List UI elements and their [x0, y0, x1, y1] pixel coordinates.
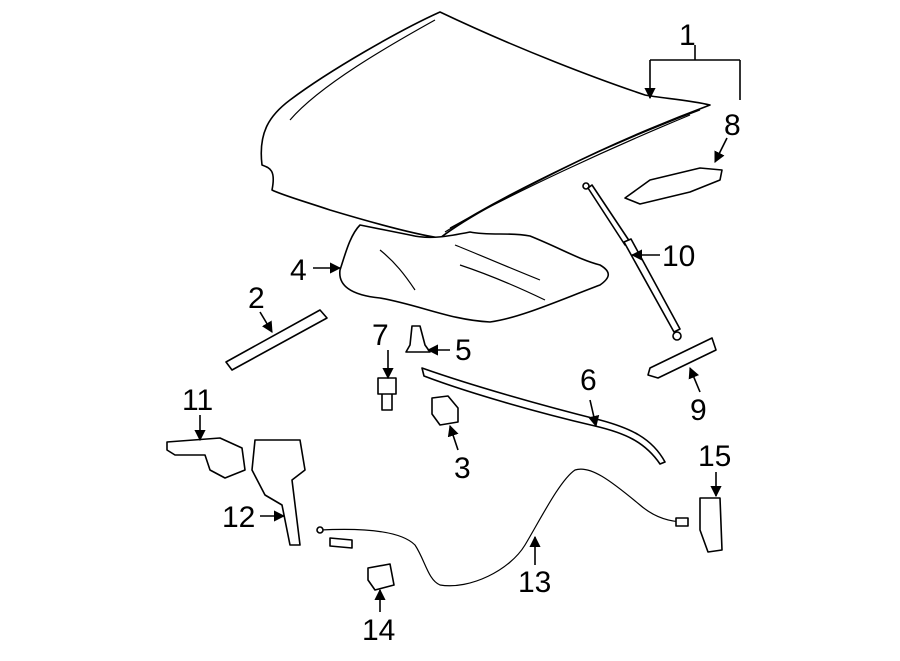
- hood-bracket: [624, 167, 723, 205]
- callout-2: 2: [248, 282, 265, 315]
- retainer-clip: [405, 325, 431, 353]
- callout-10: 10: [662, 240, 695, 273]
- hood-bumper: [431, 395, 459, 426]
- front-seal-strip: [225, 309, 328, 371]
- release-cable: [316, 468, 689, 587]
- callout-8: 8: [724, 109, 741, 142]
- callout-14: 14: [362, 614, 395, 647]
- latch-support-bracket: [251, 439, 306, 546]
- callout-3: 3: [454, 452, 471, 485]
- bolt: [377, 377, 397, 411]
- leader-3: [447, 424, 459, 451]
- hinge-bracket: [647, 337, 717, 379]
- callout-12: 12: [222, 501, 255, 534]
- hood-latch: [166, 437, 246, 479]
- rear-seal: [421, 367, 666, 465]
- leader-8: [714, 137, 728, 164]
- hood-lift-strut: [582, 182, 682, 341]
- callout-4: 4: [290, 254, 307, 287]
- hood-insulator: [339, 224, 610, 323]
- callout-5: 5: [455, 334, 472, 367]
- leader-9: [688, 366, 701, 393]
- latch-striker: [699, 497, 723, 553]
- callout-13: 13: [518, 566, 551, 599]
- callout-9: 9: [690, 394, 707, 427]
- cable-clip: [367, 563, 395, 591]
- callout-7: 7: [372, 319, 389, 352]
- leader-2: [259, 311, 273, 333]
- callout-6: 6: [580, 364, 597, 397]
- leader-6: [588, 399, 600, 428]
- callout-1: 1: [679, 19, 696, 52]
- callout-15: 15: [698, 440, 731, 473]
- callout-11: 11: [182, 384, 213, 417]
